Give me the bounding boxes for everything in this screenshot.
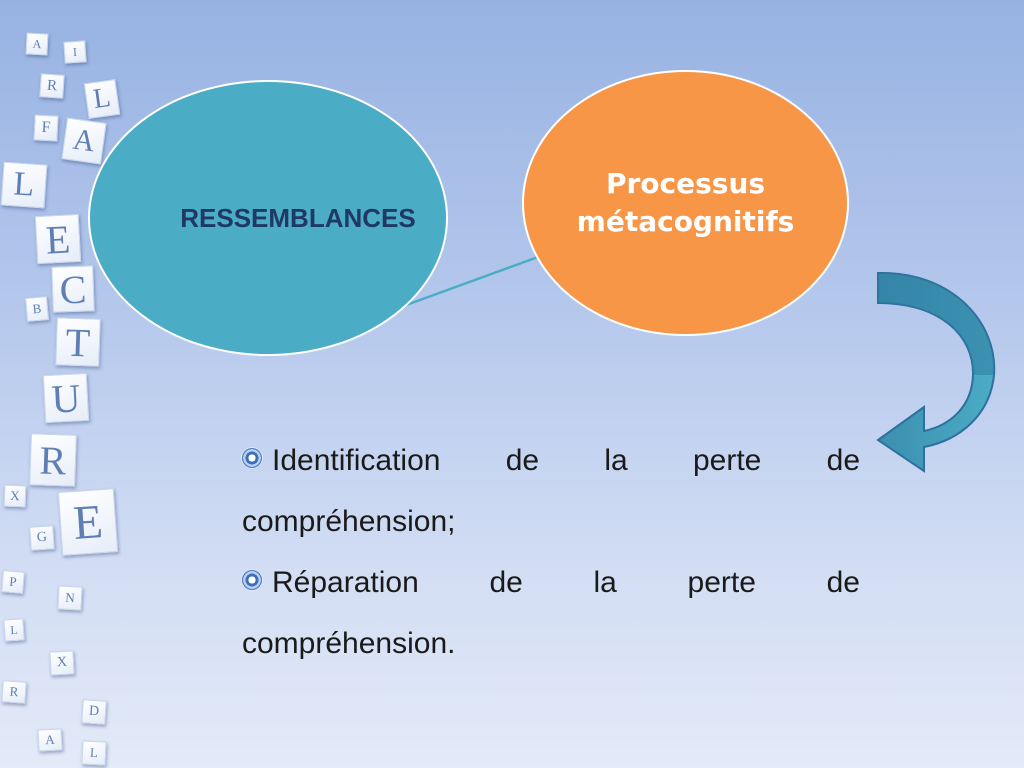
bullet-line: compréhension; [242, 505, 456, 538]
bullet-item-reparation: Réparation de la perte de compréhension. [242, 552, 860, 674]
bullet-line: Identification de la perte de [272, 444, 860, 477]
swirl-bullet-icon [242, 570, 262, 591]
curved-arrow-icon [876, 271, 996, 473]
swirl-bullet-icon [242, 448, 262, 469]
ressemblances-label: RESSEMBLANCES [180, 202, 416, 233]
processus-node: Processus métacognitifs [522, 70, 849, 336]
ressemblances-node: RESSEMBLANCES [88, 80, 448, 356]
bullet-list: Identification de la perte de compréhens… [242, 430, 860, 674]
bullet-item-identification: Identification de la perte de compréhens… [242, 430, 860, 552]
processus-label: Processus métacognitifs [576, 167, 795, 238]
bullet-line: compréhension. [242, 627, 456, 660]
bullet-line: Réparation de la perte de [272, 566, 860, 599]
